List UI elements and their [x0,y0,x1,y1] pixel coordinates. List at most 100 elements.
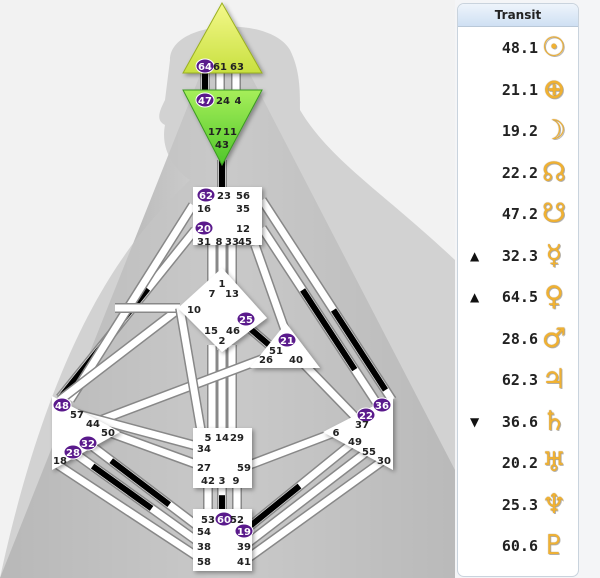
channel[interactable] [56,462,206,564]
channel[interactable] [106,428,206,471]
gate-63[interactable]: 63 [230,62,244,73]
gate-55[interactable]: 55 [362,447,376,458]
gate-17[interactable]: 17 [208,127,222,138]
transit-row: 25.3♆ [458,489,578,523]
gate-18[interactable]: 18 [53,456,67,467]
direction-arrow: ▼ [470,414,480,429]
gate-23[interactable]: 23 [217,191,231,202]
gate-5[interactable]: 5 [205,433,212,444]
gate-64[interactable]: 64 [198,62,212,73]
head-center[interactable] [182,1,263,74]
gate-42[interactable]: 42 [201,476,215,487]
gate-59[interactable]: 59 [237,463,251,474]
g-center[interactable] [178,268,267,352]
active-gate-marker [277,332,297,348]
gate-3[interactable]: 3 [219,476,226,487]
active-gate-marker [234,523,254,539]
gate-10[interactable]: 10 [187,305,201,316]
channel[interactable] [67,203,196,402]
gate-9[interactable]: 9 [233,476,240,487]
gate-50[interactable]: 50 [101,428,115,439]
gate-34[interactable]: 34 [197,444,211,455]
gate-15[interactable]: 15 [204,326,218,337]
gate-44[interactable]: 44 [86,419,100,430]
channel[interactable] [76,410,205,452]
gate-31[interactable]: 31 [197,237,211,248]
channel[interactable] [297,357,365,427]
gate-21[interactable]: 21 [280,336,294,347]
transit-header: Transit [458,4,578,27]
gate-47[interactable]: 47 [198,96,212,107]
solar-plexus-center[interactable] [323,396,393,470]
transit-row: 28.6♂ [458,323,578,357]
gate-27[interactable]: 27 [197,463,211,474]
gate-13[interactable]: 13 [225,289,239,300]
gate-45[interactable]: 45 [238,237,252,248]
gate-51[interactable]: 51 [269,346,283,357]
gate-60[interactable]: 60 [217,515,231,526]
gate-25[interactable]: 25 [239,315,253,326]
transit-row: ▼36.6♄ [458,406,578,440]
gate-line-value: 36.6 [501,412,538,431]
gate-line-value: 60.6 [501,537,538,555]
gate-14[interactable]: 14 [215,433,229,444]
uranus-icon: ♅ [541,447,567,478]
gate-6[interactable]: 6 [333,428,340,439]
gate-20[interactable]: 20 [197,224,211,235]
gate-54[interactable]: 54 [197,527,211,538]
gate-53[interactable]: 53 [201,515,215,526]
gate-8[interactable]: 8 [216,237,223,248]
gate-37[interactable]: 37 [355,420,369,431]
channel[interactable] [241,447,372,549]
defined-channel-segment [242,483,302,534]
gate-16[interactable]: 16 [197,204,211,215]
gate-2[interactable]: 2 [219,336,226,347]
gate-30[interactable]: 30 [377,456,391,467]
gate-57[interactable]: 57 [70,410,84,421]
gate-58[interactable]: 58 [197,557,211,568]
gate-41[interactable]: 41 [237,557,251,568]
defined-channel-segment [300,288,358,372]
gate-line-value: 20.2 [501,454,538,472]
channel[interactable] [242,428,338,471]
gate-52[interactable]: 52 [230,515,244,526]
gate-7[interactable]: 7 [209,289,216,300]
gate-56[interactable]: 56 [236,191,250,202]
gate-line-value: 25.3 [501,495,538,514]
gate-24[interactable]: 24 [216,96,230,107]
gate-26[interactable]: 26 [259,355,273,366]
gate-12[interactable]: 12 [236,224,250,235]
active-gate-marker [356,407,376,423]
channel[interactable] [251,243,289,332]
channel[interactable] [176,307,208,449]
ajna-center[interactable] [182,89,263,167]
gate-4[interactable]: 4 [235,96,242,107]
gate-1[interactable]: 1 [219,279,226,290]
gate-61[interactable]: 61 [213,62,227,73]
gate-46[interactable]: 46 [226,326,240,337]
channel[interactable] [91,354,267,427]
gate-33[interactable]: 33 [225,237,239,248]
gate-28[interactable]: 28 [66,448,80,459]
sun-icon: ☉ [541,32,567,63]
gate-48[interactable]: 48 [55,401,69,412]
gate-11[interactable]: 11 [223,127,237,138]
channel[interactable] [57,305,183,403]
gate-40[interactable]: 40 [289,355,303,366]
gate-19[interactable]: 19 [237,527,251,538]
defined-channel-segment [90,463,154,511]
channel[interactable] [241,457,387,564]
gate-29[interactable]: 29 [230,433,244,444]
gate-35[interactable]: 35 [236,204,250,215]
sacral-center[interactable] [193,428,252,488]
gate-62[interactable]: 62 [199,191,213,202]
gate-36[interactable]: 36 [375,401,389,412]
gate-43[interactable]: 43 [215,140,229,151]
gate-22[interactable]: 22 [359,411,373,422]
gate-32[interactable]: 32 [81,439,95,450]
gate-49[interactable]: 49 [348,437,362,448]
gate-39[interactable]: 39 [237,542,251,553]
gate-38[interactable]: 38 [197,542,211,553]
